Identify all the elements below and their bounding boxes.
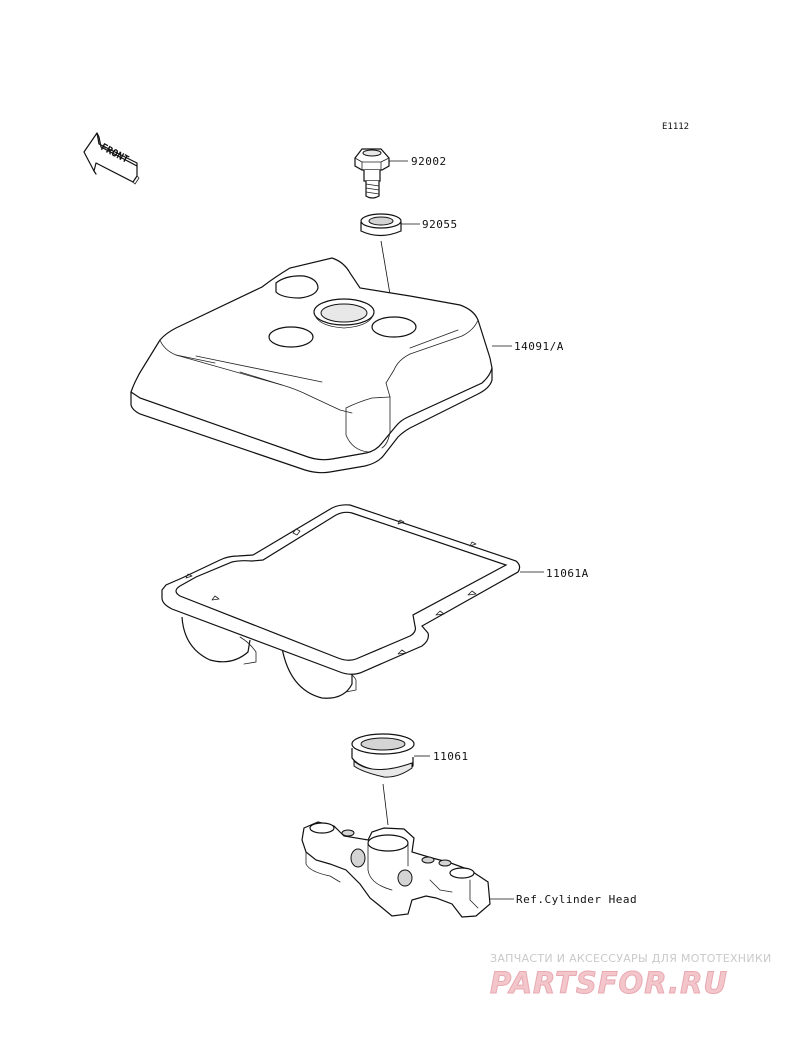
label-14091A: 14091/A xyxy=(514,340,564,353)
washer-92055: 92055 xyxy=(360,213,458,237)
label-11061: 11061 xyxy=(433,750,469,763)
cylinder-head-cover-14091A: 14091/A xyxy=(130,257,564,474)
cover-gasket-11061A: 11061A xyxy=(161,504,589,699)
label-92055: 92055 xyxy=(422,218,458,231)
label-cylinder-head: Ref.Cylinder Head xyxy=(516,893,637,906)
label-92002: 92002 xyxy=(411,155,447,168)
watermark-brand: PARTSFOR.RU xyxy=(490,966,728,1000)
watermark: ЗАПЧАСТИ И АКСЕССУАРЫ ДЛЯ МОТОТЕХНИКИ PA… xyxy=(490,952,772,1001)
assembly-axis-lower xyxy=(382,783,389,826)
bolt-92002: 92002 xyxy=(354,148,447,199)
diagram-code: E1112 xyxy=(662,122,689,132)
cylinder-head-reference: Ref.Cylinder Head xyxy=(301,821,637,918)
plug-hole-gasket-11061: 11061 xyxy=(351,733,469,778)
label-11061A: 11061A xyxy=(546,567,589,580)
front-arrow-icon: FRONT xyxy=(83,132,140,185)
watermark-subtitle: ЗАПЧАСТИ И АКСЕССУАРЫ ДЛЯ МОТОТЕХНИКИ xyxy=(490,952,772,965)
